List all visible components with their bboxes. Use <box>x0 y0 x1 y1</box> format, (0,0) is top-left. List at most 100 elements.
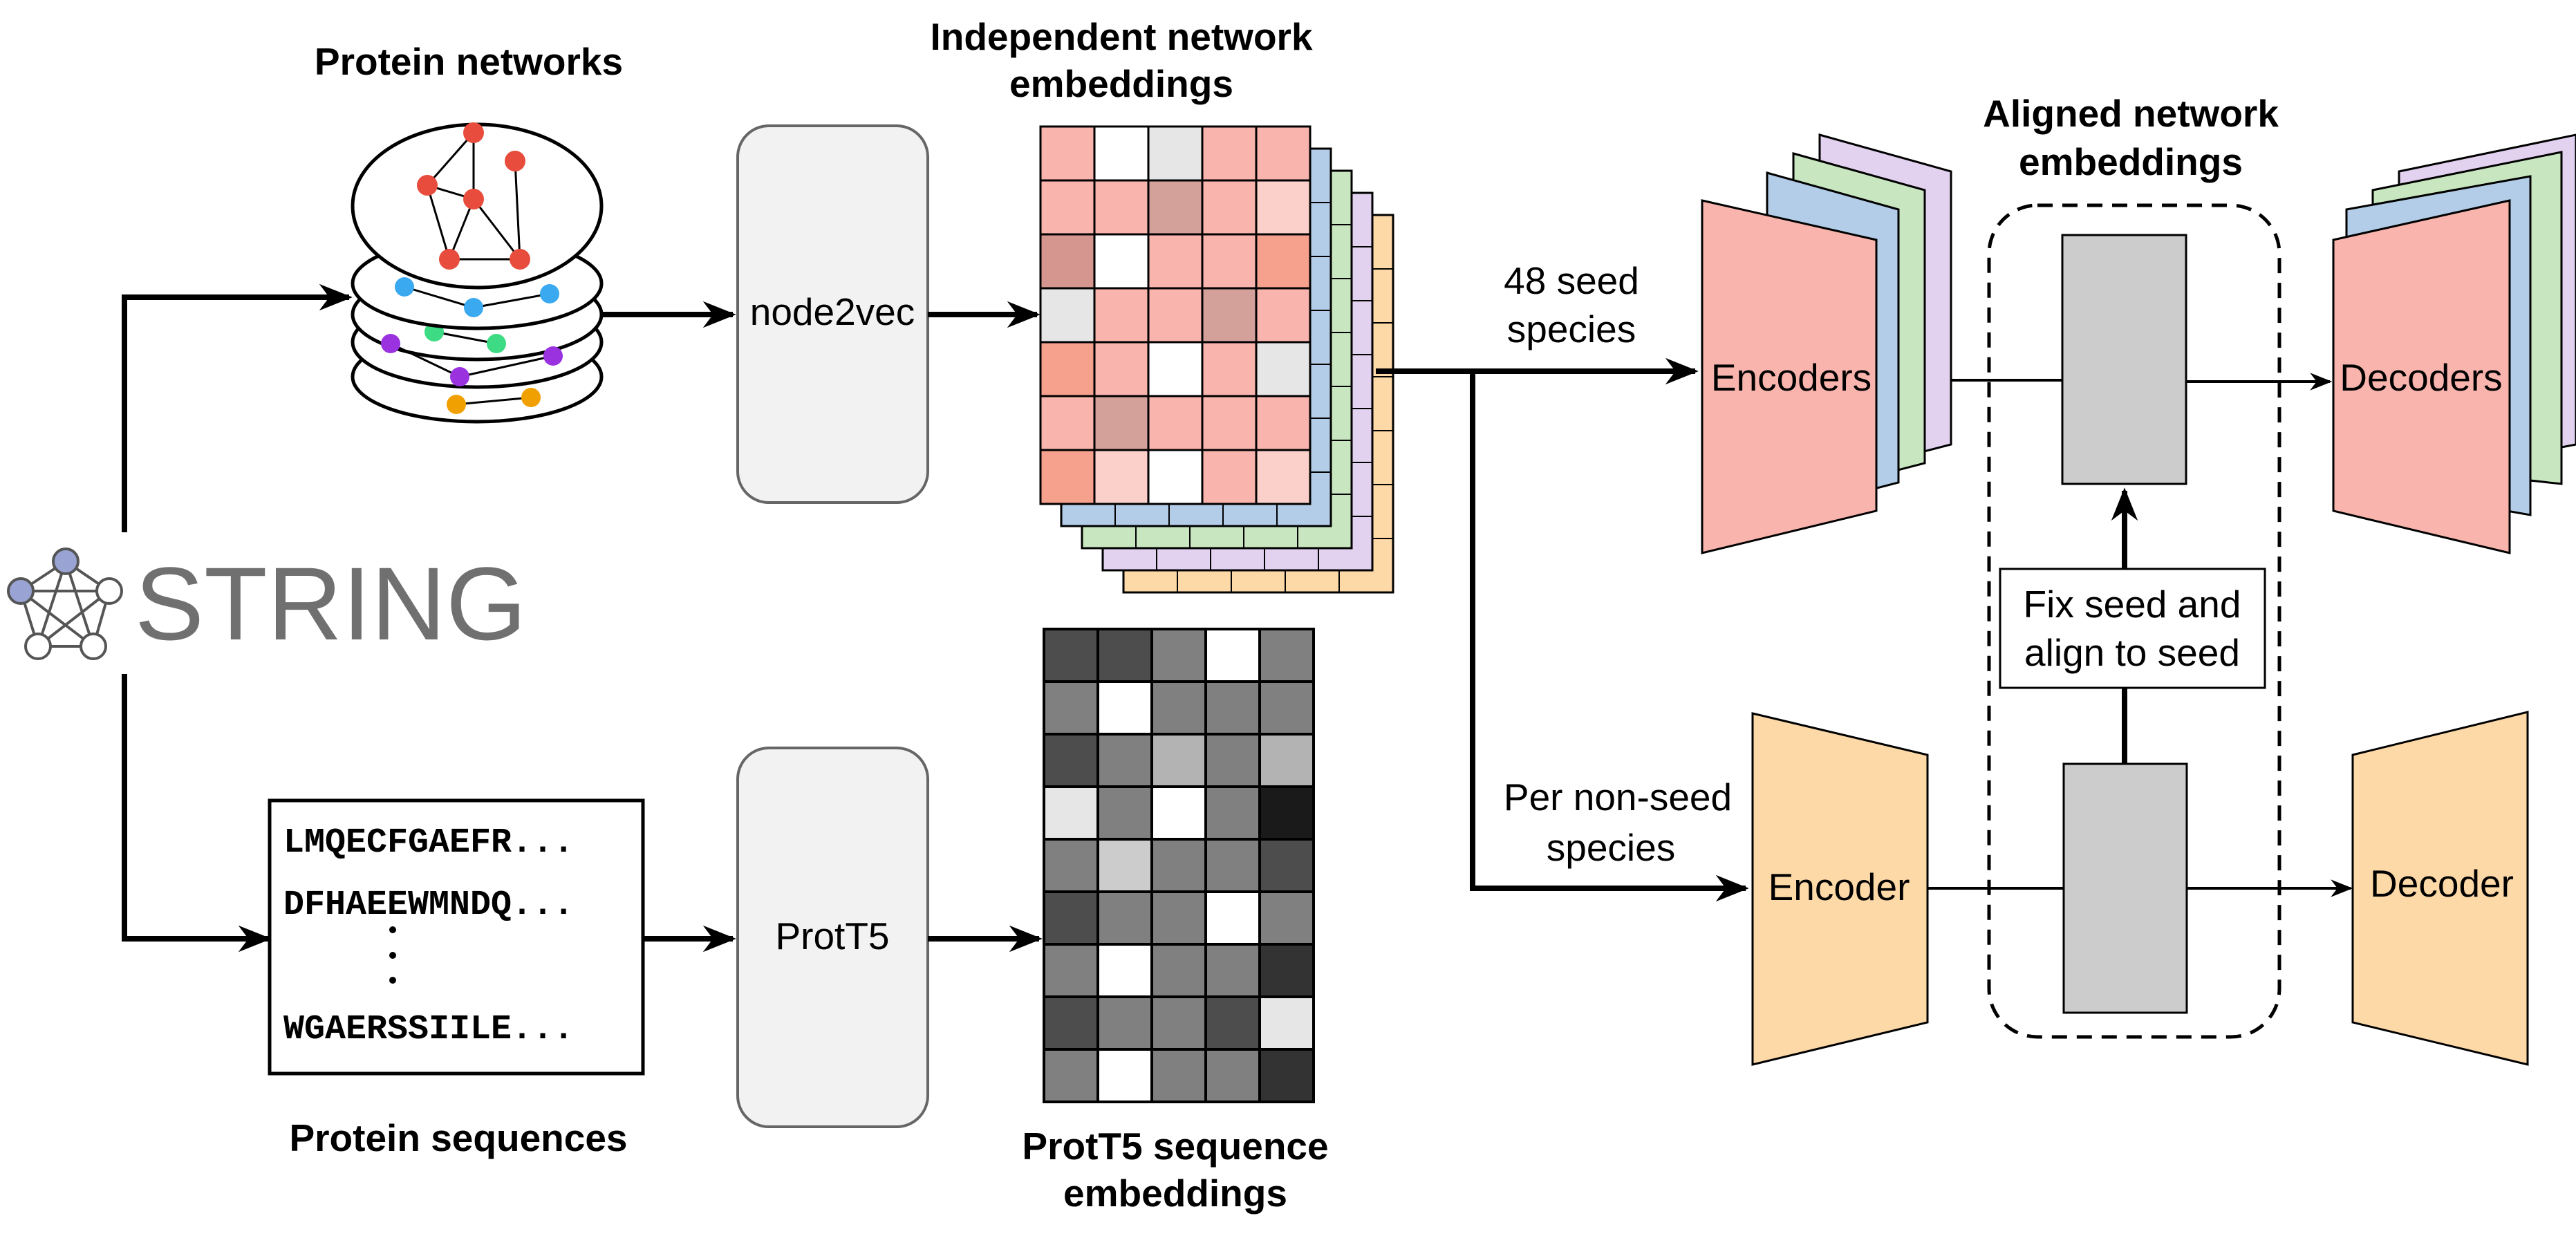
network-node <box>463 122 484 143</box>
sequence-embedding-cell <box>1150 995 1207 1051</box>
independent-embeddings-title-2: embeddings <box>1009 62 1233 105</box>
protein-networks-title: Protein networks <box>315 40 623 83</box>
network-node <box>417 175 438 196</box>
nonseed-species-label-1: Per non-seed <box>1504 776 1732 818</box>
sequence-embedding-cell <box>1258 890 1315 946</box>
protein-sequences-title: Protein sequences <box>289 1116 627 1159</box>
embedding-layer-front <box>1039 125 1312 505</box>
network-node <box>505 151 525 171</box>
string-branch-arrows <box>122 283 353 953</box>
embedding-cell <box>1039 233 1096 290</box>
network-node <box>487 334 506 353</box>
ellipsis-dot <box>389 926 396 933</box>
ellipsis-dot <box>389 952 396 959</box>
independent-embeddings-title-1: Independent network <box>930 15 1313 58</box>
network-node <box>521 388 541 407</box>
embedding-cell <box>1093 287 1150 344</box>
embedding-cell <box>1093 395 1150 451</box>
ellipsis-dot <box>389 977 396 984</box>
sequence-embedding-cell <box>1204 995 1261 1051</box>
sequence-embedding-cell <box>1258 1048 1315 1103</box>
aligned-embeddings-title-1: Aligned network <box>1983 92 2279 135</box>
seed-species-label-1: 48 seed <box>1504 259 1639 302</box>
network-embedding-stack <box>1039 125 1394 594</box>
prott5-label: ProtT5 <box>775 915 889 957</box>
sequence-embedding-cell <box>1204 890 1261 946</box>
encoders-front <box>1701 199 1878 554</box>
prott5-embeddings-title-2: embeddings <box>1063 1172 1287 1215</box>
embedding-cell <box>1147 287 1204 344</box>
network-node <box>464 298 483 317</box>
node2vec-label: node2vec <box>750 290 915 333</box>
sequence-embedding-cell <box>1043 628 1099 683</box>
sequence-embedding-cell <box>1043 943 1099 998</box>
embedding-cell <box>1147 395 1204 451</box>
sequence-embedding-cell <box>1258 628 1315 683</box>
embedding-cell <box>1255 341 1312 397</box>
embedding-cell <box>1255 233 1312 290</box>
string-logo: STRING <box>7 545 527 662</box>
nonseed-species-label-2: species <box>1547 826 1675 869</box>
aligned-embeddings-title-2: embeddings <box>2019 140 2243 183</box>
embedding-cell <box>1201 125 1258 182</box>
sequence-embedding-cell <box>1096 733 1153 788</box>
embedding-cell <box>1255 449 1312 505</box>
embedding-cell <box>1201 449 1258 505</box>
sequence-embedding-cell <box>1043 1048 1099 1103</box>
embedding-cell <box>1147 449 1204 505</box>
nonseed-latent-box <box>2062 762 2188 1014</box>
sequence-embedding-cell <box>1150 785 1207 841</box>
embedding-cell <box>1255 179 1312 236</box>
network-node <box>543 346 563 366</box>
embedding-cell <box>1039 341 1096 397</box>
string-network-icon <box>7 547 123 660</box>
decoders-front <box>2332 199 2511 554</box>
sequence-embedding-cell <box>1043 680 1099 736</box>
fix-seed-label-2: align to seed <box>2024 631 2240 674</box>
embedding-cell <box>1039 125 1096 182</box>
sequence-embedding-cell <box>1258 733 1315 788</box>
embedding-cell <box>1147 125 1204 182</box>
sequence-embedding-cell <box>1096 680 1153 736</box>
sequence-embedding-cell <box>1258 943 1315 998</box>
sequence-3: WGAERSSIILE... <box>283 1010 574 1049</box>
fix-seed-label-1: Fix seed and <box>2024 583 2241 626</box>
embedding-cell <box>1039 179 1096 236</box>
network-node <box>463 189 484 209</box>
prott5-box: ProtT5 <box>736 747 929 1128</box>
embedding-cell <box>1255 125 1312 182</box>
sequence-embedding-cell <box>1150 890 1207 946</box>
seed-species-label-2: species <box>1507 308 1636 350</box>
embedding-cell <box>1093 125 1150 182</box>
network-node <box>439 249 460 270</box>
sequence-embedding-cell <box>1258 785 1315 841</box>
seed-latent-box <box>2061 234 2187 485</box>
sequence-embedding-cell <box>1150 943 1207 998</box>
sequence-embedding-cell <box>1150 838 1207 893</box>
encoders-label: Encoders <box>1711 356 1872 399</box>
embedding-cell <box>1147 341 1204 397</box>
network-node <box>381 334 400 353</box>
sequence-embedding-cell <box>1043 995 1099 1051</box>
prott5-embeddings-title-1: ProtT5 sequence <box>1022 1125 1328 1168</box>
network-node <box>395 277 414 297</box>
sequence-embedding-cell <box>1150 733 1207 788</box>
embedding-cell <box>1255 395 1312 451</box>
sequence-1: LMQECFGAEFR... <box>283 823 574 863</box>
sequence-embedding-cell <box>1204 1048 1261 1103</box>
encoders-stack <box>1701 133 1952 554</box>
string-logo-text: STRING <box>135 545 527 662</box>
fix-seed-box: Fix seed and align to seed <box>1999 568 2266 689</box>
embedding-cell <box>1201 341 1258 397</box>
embedding-cell <box>1147 179 1204 236</box>
embedding-cell <box>1201 395 1258 451</box>
network-node <box>447 395 466 414</box>
sequence-embedding-cell <box>1204 785 1261 841</box>
embedding-cell <box>1255 287 1312 344</box>
sequence-embedding-cell <box>1096 785 1153 841</box>
sequence-embedding-cell <box>1096 943 1153 998</box>
embedding-cell <box>1093 449 1150 505</box>
decoders-label: Decoders <box>2340 356 2502 399</box>
embedding-cell <box>1093 233 1150 290</box>
sequence-embedding-cell <box>1150 680 1207 736</box>
